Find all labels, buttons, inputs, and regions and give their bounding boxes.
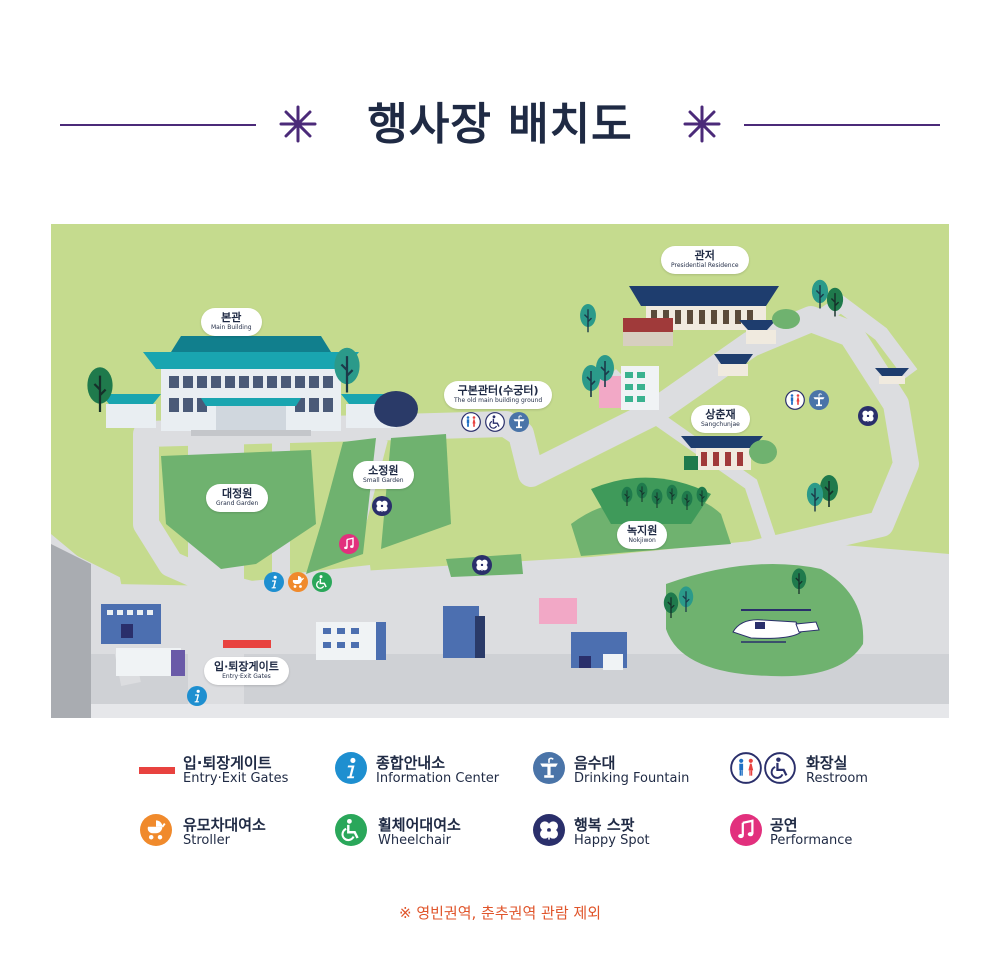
info-icon[interactable] — [264, 572, 284, 592]
hanok-building-icon — [875, 368, 909, 376]
fountain-icon[interactable] — [809, 390, 829, 410]
happy-spot-icon[interactable] — [858, 406, 878, 426]
info-icon — [335, 752, 367, 784]
info-icon[interactable] — [187, 686, 207, 706]
performance-icon[interactable] — [339, 534, 359, 554]
hanok-building-icon — [714, 354, 753, 364]
label-main-building: 본관 Main Building — [201, 308, 262, 336]
wheelchair-outline-icon[interactable] — [485, 412, 505, 432]
residence-building-icon — [623, 286, 779, 346]
legend: 입·퇴장게이트 Entry·Exit Gates 종합안내소 Informati… — [0, 740, 1000, 860]
stroller-icon — [140, 814, 172, 846]
sangchunjae-building-icon — [681, 436, 777, 470]
label-small-garden: 소정원 Small Garden — [353, 461, 414, 489]
fountain-icon — [533, 752, 565, 784]
wheelchair-outline-icon — [764, 752, 796, 784]
stroller-icon[interactable] — [288, 572, 308, 592]
fountain-icon[interactable] — [509, 412, 529, 432]
happy-spot-icon — [533, 814, 565, 846]
label-old-main: 구본관터(수궁터) The old main building ground — [444, 381, 553, 409]
label-gates: 입·퇴장게이트 Entry·Exit Gates — [204, 657, 289, 685]
main-building-icon — [101, 336, 401, 436]
label-sangchunjae: 상춘재 Sangchunjae — [691, 405, 750, 433]
restroom-icon[interactable] — [461, 412, 481, 432]
title-line-right — [744, 124, 940, 126]
performance-icon — [730, 814, 762, 846]
title-line-left — [60, 124, 256, 126]
restroom-icon — [730, 752, 762, 784]
sparkle-icon — [683, 105, 721, 143]
venue-map: 본관 Main Building 관저 Presidential Residen… — [51, 224, 949, 718]
gate-bar — [223, 640, 271, 648]
label-nokjiwon: 녹지원 Nokjiwon — [617, 521, 668, 549]
happy-spot-icon[interactable] — [472, 555, 492, 575]
lower-buildings — [101, 598, 627, 676]
wheelchair-icon[interactable] — [312, 572, 332, 592]
happy-spot-icon[interactable] — [372, 496, 392, 516]
sparkle-icon — [279, 105, 317, 143]
red-bar-icon — [139, 767, 175, 774]
helicopter-icon — [732, 609, 820, 643]
exclusion-note: ※ 영빈권역, 춘추권역 관람 제외 — [398, 904, 601, 922]
restroom-icon[interactable] — [785, 390, 805, 410]
wheelchair-icon — [335, 814, 367, 846]
label-residence: 관저 Presidential Residence — [661, 246, 749, 274]
label-grand-garden: 대정원 Grand Garden — [206, 484, 269, 512]
map-drawing — [51, 224, 949, 718]
page-title: 행사장 배치도 — [367, 99, 633, 150]
